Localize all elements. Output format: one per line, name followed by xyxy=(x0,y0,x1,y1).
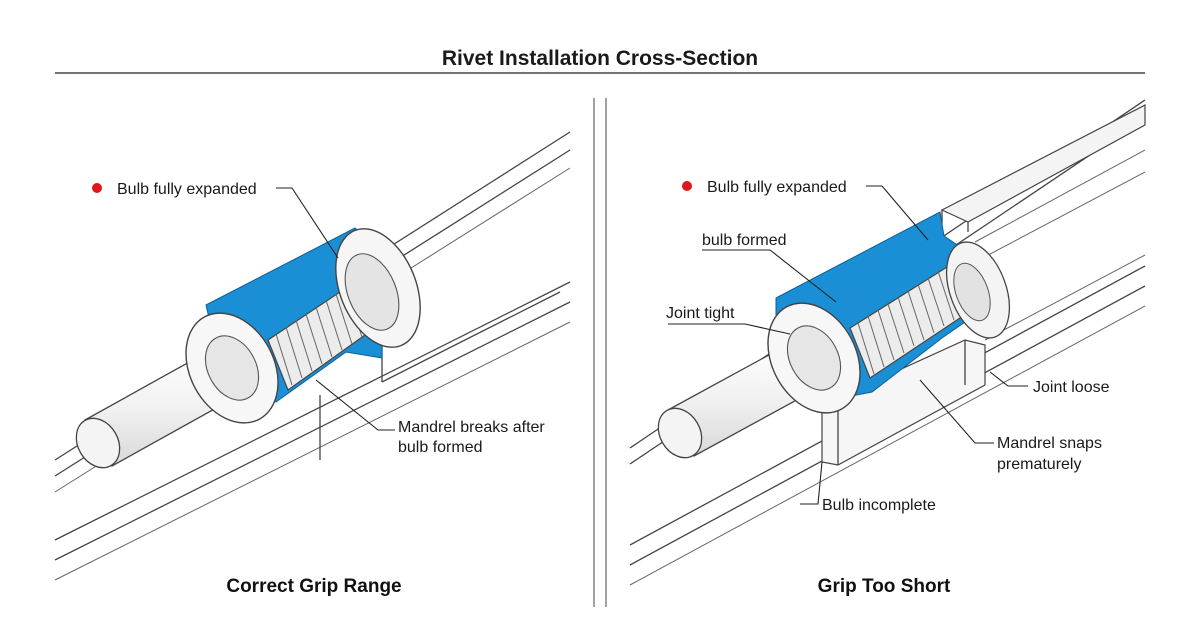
label-mandrel-snaps-line1: Mandrel snaps xyxy=(997,435,1102,452)
panel-grip-too-short: Bulb fully expanded bulb formed Joint ti… xyxy=(629,99,1146,597)
leader-bulb-expanded-short xyxy=(866,185,929,241)
panel-heading-grip-too-short: Grip Too Short xyxy=(818,576,951,597)
back-collar xyxy=(335,228,421,348)
panel-correct-grip: Bulb fully expanded Mandrel breaks after… xyxy=(54,131,571,597)
leader-mandrel-snaps xyxy=(919,379,994,444)
marker-dot-short xyxy=(682,181,692,191)
leader-joint-tight xyxy=(668,323,791,335)
panel-divider xyxy=(593,98,607,607)
leader-bulb-incomplete xyxy=(800,461,823,505)
label-bulb-formed: bulb formed xyxy=(702,232,787,249)
leader-bulb-formed xyxy=(702,249,837,303)
page-title: Rivet Installation Cross-Section xyxy=(442,47,758,70)
label-joint-tight: Joint tight xyxy=(666,305,735,322)
marker-dot xyxy=(92,183,102,193)
leader-bulb-expanded xyxy=(276,187,339,259)
label-bulb-fully-expanded-short: Bulb fully expanded xyxy=(707,179,847,196)
label-mandrel-breaks-line1: Mandrel breaks after xyxy=(398,419,545,436)
label-joint-loose: Joint loose xyxy=(1033,379,1110,396)
rivet-head-short xyxy=(767,302,861,414)
upper-plate-block xyxy=(940,104,1146,223)
leader-joint-loose xyxy=(989,371,1028,387)
rivet-head xyxy=(185,312,279,424)
label-bulb-incomplete: Bulb incomplete xyxy=(822,497,936,514)
back-collar-short xyxy=(945,241,1011,339)
panel-heading-correct-grip: Correct Grip Range xyxy=(226,576,401,597)
label-mandrel-breaks-line2: bulb formed xyxy=(398,439,483,456)
label-bulb-fully-expanded: Bulb fully expanded xyxy=(117,181,257,198)
label-mandrel-snaps-line2: prematurely xyxy=(997,456,1081,473)
leader-mandrel-breaks xyxy=(315,379,395,431)
